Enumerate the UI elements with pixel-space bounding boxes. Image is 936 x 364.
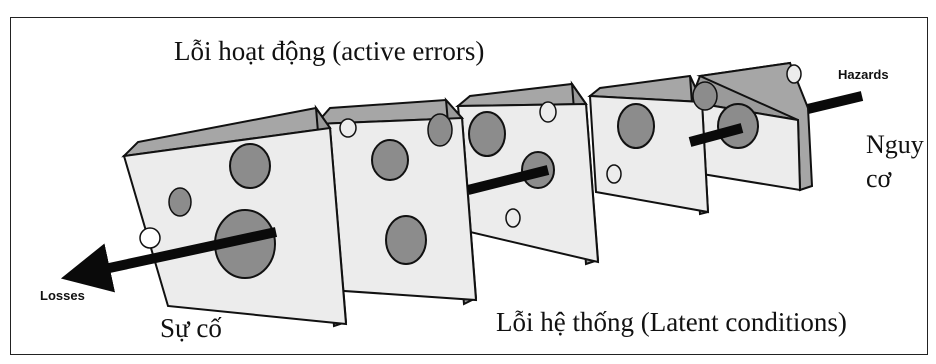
diagram-frame	[10, 17, 928, 355]
cheese-slice-4	[587, 74, 718, 216]
incident-label: Sự cố	[160, 313, 222, 343]
hazard-arrow-segment-3	[466, 165, 550, 195]
hazard-vi-label: Nguy cơ	[866, 128, 924, 196]
cheese-slice-2	[313, 97, 478, 306]
latent-conditions-label: Lỗi hệ thống (Latent conditions)	[496, 307, 847, 337]
losses-arrow	[60, 227, 278, 293]
losses-label: Losses	[40, 288, 85, 303]
hazard-vi-line2: cơ	[866, 164, 892, 193]
hazards-label: Hazards	[838, 67, 889, 82]
cheese-slice-5	[688, 61, 814, 192]
cheese-slice-1	[121, 104, 348, 328]
hazard-arrow-segment-4	[688, 123, 744, 147]
hazard-vi-line1: Nguy	[866, 130, 924, 159]
active-errors-label: Lỗi hoạt động (active errors)	[174, 36, 485, 66]
